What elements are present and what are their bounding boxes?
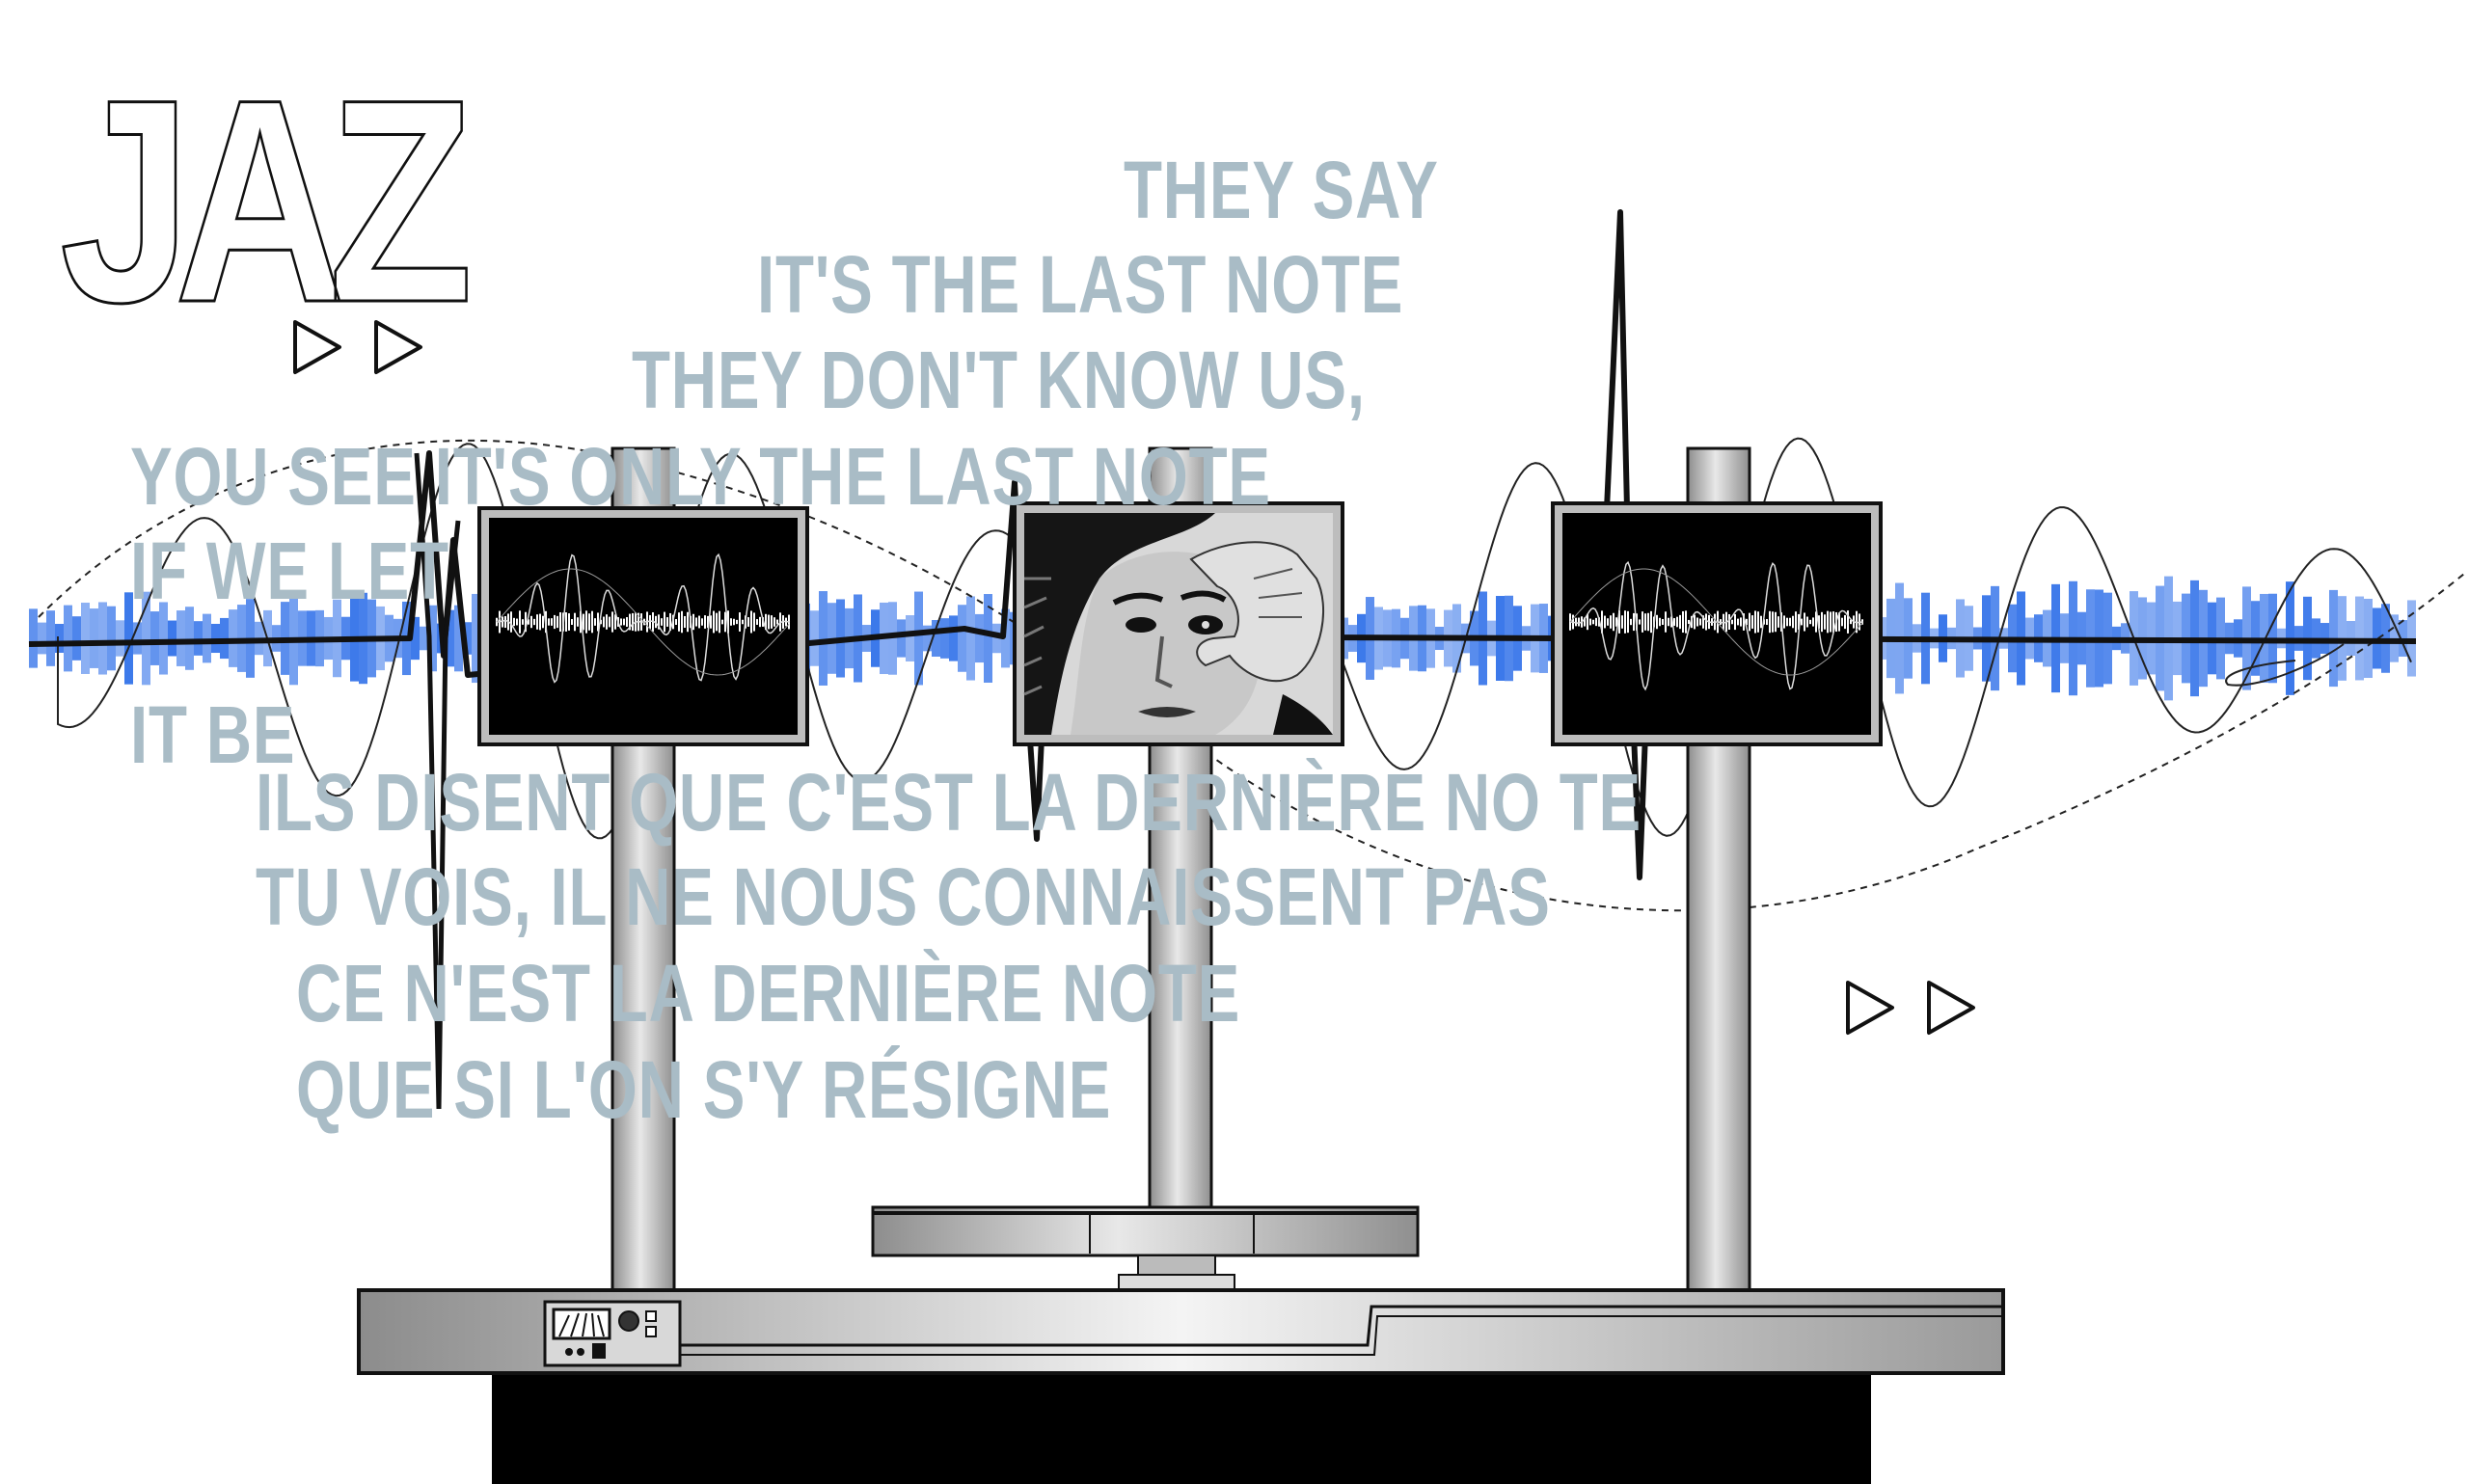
lyric-en-2: IT'S THE LAST NOTE xyxy=(757,239,1404,330)
spike-left xyxy=(414,452,461,1110)
play-icons-top xyxy=(291,318,426,376)
lyric-en-4: YOU SEE IT'S ONLY THE LAST NOTE xyxy=(130,431,1271,522)
fast-forward-icon xyxy=(374,320,422,374)
fast-forward-icon xyxy=(293,320,341,374)
monitor-center xyxy=(1013,501,1344,746)
fast-forward-icon xyxy=(1927,981,1975,1035)
lyric-en-1: THEY SAY xyxy=(1124,145,1439,235)
lyric-en-5: IF WE LET xyxy=(130,526,449,616)
fast-forward-icon xyxy=(1846,981,1894,1035)
black-plinth xyxy=(492,1369,1871,1484)
monitor-left xyxy=(477,506,809,746)
jaz-logo: JAZ xyxy=(59,39,475,363)
lyric-fr-4: QUE SI L'ON S'Y RÉSIGNE xyxy=(296,1044,1112,1135)
monitor-right xyxy=(1551,501,1883,746)
lyric-fr-2: TU VOIS, IL NE NOUS CONNAISSENT PAS xyxy=(256,851,1551,942)
control-panel xyxy=(543,1300,682,1367)
lyric-fr-3: CE N'EST LA DERNIÈRE NOTE xyxy=(296,948,1241,1039)
portrait-image xyxy=(1023,513,1333,735)
dashed-envelope xyxy=(38,439,2465,912)
play-icons-bottom xyxy=(1844,979,1979,1037)
lyric-en-3: THEY DON'T KNOW US, xyxy=(632,335,1366,425)
lyric-fr-1: ILS DISENT QUE C'EST LA DERNIÈRE NO TE xyxy=(256,757,1642,848)
lyric-en-6: IT BE xyxy=(130,689,296,780)
